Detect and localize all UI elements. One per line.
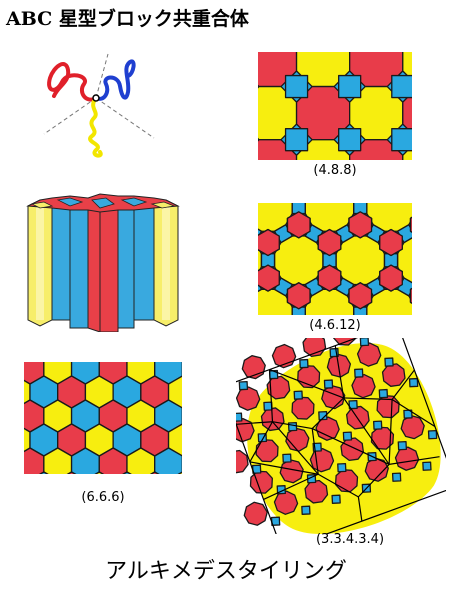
dodecagon-tile bbox=[273, 235, 324, 286]
octagon-tile bbox=[249, 470, 273, 494]
square-tile bbox=[293, 390, 303, 400]
octagon-tile bbox=[291, 396, 315, 420]
hexagon-tile bbox=[154, 447, 182, 474]
hexagon-tile bbox=[409, 216, 412, 233]
square-tile bbox=[342, 431, 353, 441]
hexagon-tile bbox=[177, 471, 182, 474]
square-tile bbox=[238, 380, 249, 391]
square-tile bbox=[403, 409, 413, 419]
square-tile bbox=[236, 412, 243, 422]
square-tile bbox=[427, 429, 438, 440]
octagon-tile bbox=[402, 91, 412, 135]
square-tile bbox=[373, 420, 383, 430]
square-tile bbox=[284, 128, 309, 152]
hexagon-tile bbox=[122, 471, 132, 474]
octagon-tile bbox=[266, 375, 291, 400]
hexagon-tile bbox=[167, 375, 182, 409]
square-tile bbox=[378, 388, 389, 399]
hexagon-tile bbox=[66, 471, 77, 474]
dodecagon-tile bbox=[258, 246, 263, 275]
footer-caption: アルキメデスタイリング bbox=[105, 559, 347, 584]
hexagon-tile bbox=[149, 471, 160, 474]
square-tile bbox=[338, 74, 362, 99]
square-tile bbox=[348, 399, 358, 410]
square-tile bbox=[301, 505, 311, 515]
square-tile bbox=[396, 224, 412, 244]
hexagon-tile bbox=[348, 282, 373, 310]
hexagon-tile bbox=[167, 423, 182, 457]
octagon-tile bbox=[243, 501, 268, 526]
square-tile bbox=[408, 377, 419, 388]
hexagon-tile bbox=[348, 211, 373, 239]
hexagon-tile bbox=[379, 228, 403, 257]
octagon-tile bbox=[402, 52, 412, 82]
octagon-tile bbox=[332, 338, 357, 346]
octagon-tile bbox=[236, 363, 238, 393]
caption-6-6-6: (6.6.6) bbox=[81, 490, 125, 505]
tiling-6-6-6 bbox=[24, 362, 182, 474]
hexagon-tile bbox=[409, 287, 412, 304]
square-tile bbox=[391, 128, 412, 152]
square-tile bbox=[422, 461, 432, 471]
hexagon-tile bbox=[39, 471, 49, 474]
square-tile bbox=[299, 358, 309, 369]
octagon-tile bbox=[255, 439, 279, 463]
tiling-3-3-4-3-4 bbox=[236, 338, 446, 534]
hexagon-tile bbox=[94, 471, 105, 474]
caption-3-3-4-3-4: (3.3.4.3.4) bbox=[315, 532, 385, 547]
octagon-tile bbox=[236, 449, 249, 474]
hexagon-tile bbox=[258, 264, 280, 292]
square-tile bbox=[338, 128, 362, 152]
star-polymer-icon bbox=[43, 53, 155, 158]
square-tile bbox=[337, 463, 347, 473]
square-tile bbox=[391, 472, 402, 482]
square-tile bbox=[270, 516, 281, 526]
square-tile bbox=[323, 379, 334, 389]
octagon-tile bbox=[236, 386, 261, 411]
octagon-tile bbox=[271, 343, 297, 369]
cylinder-block-icon bbox=[26, 193, 180, 332]
square-tile bbox=[359, 338, 370, 347]
hexagon-tile bbox=[379, 264, 403, 292]
hexagon-tile bbox=[286, 282, 311, 310]
caption-4-8-8: (4.8.8) bbox=[313, 163, 357, 178]
caption-4-6-12: (4.6.12) bbox=[309, 318, 361, 333]
tiling-4-6-12 bbox=[258, 203, 412, 315]
tiling-4-8-8 bbox=[258, 52, 412, 160]
page-title: ABC 星型ブロック共重合体 bbox=[6, 8, 249, 30]
hexagon-tile bbox=[286, 211, 311, 239]
square-tile bbox=[391, 74, 412, 99]
octagon-tile bbox=[279, 459, 304, 484]
square-tile bbox=[354, 368, 364, 378]
octagon-tile bbox=[241, 355, 266, 380]
hexagon-tile bbox=[317, 264, 342, 292]
snub-square-lines bbox=[236, 338, 446, 534]
square-tile bbox=[384, 357, 394, 367]
dodecagon-tile bbox=[335, 235, 386, 286]
octagon-tile bbox=[285, 427, 310, 452]
square-tile bbox=[397, 440, 408, 451]
square-tile bbox=[251, 464, 262, 474]
square-tile bbox=[331, 494, 341, 504]
hexagon-tile bbox=[317, 228, 342, 257]
hexagon-tile bbox=[258, 228, 280, 257]
square-tile bbox=[282, 453, 292, 463]
square-tile bbox=[291, 203, 306, 215]
square-tile bbox=[353, 203, 368, 215]
square-tile bbox=[284, 74, 309, 99]
